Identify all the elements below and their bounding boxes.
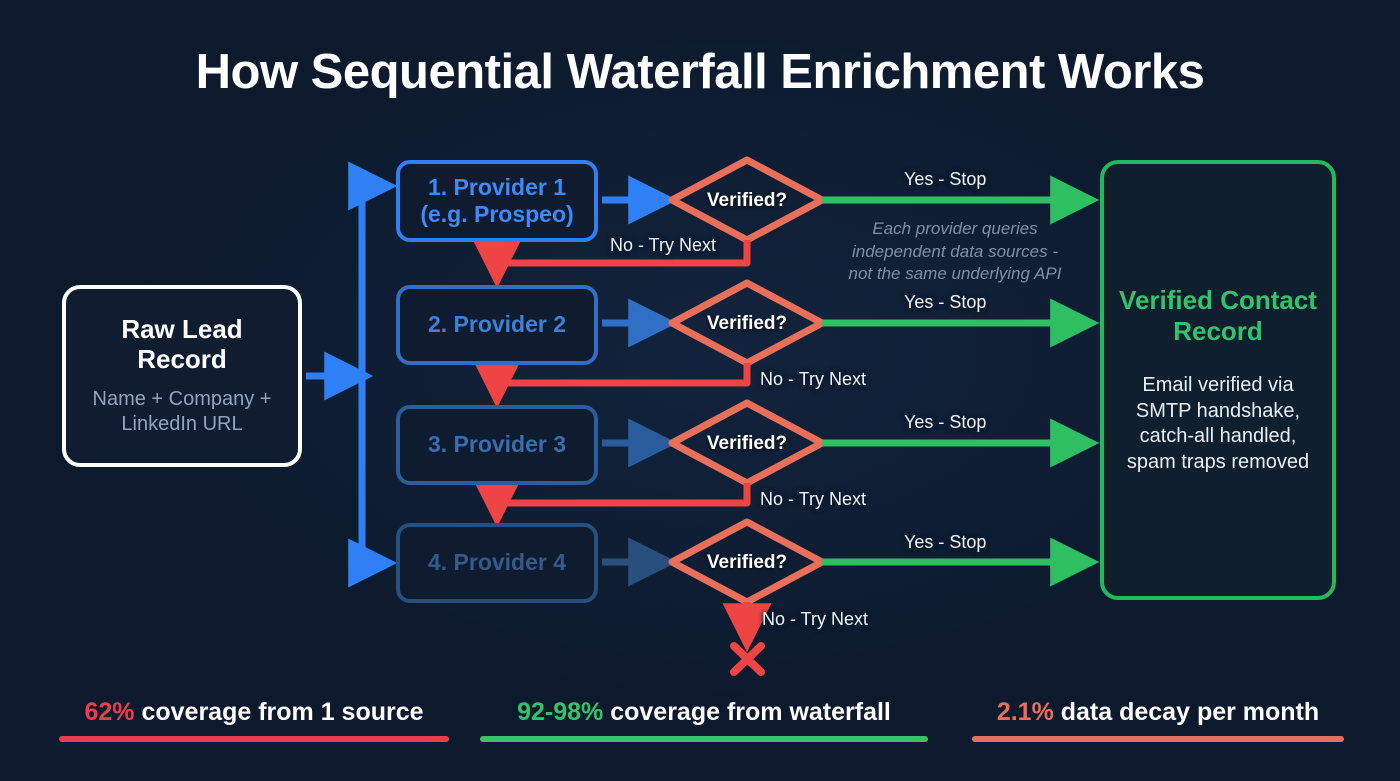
decision-label-1: Verified? (706, 190, 788, 211)
provider-node-4[interactable]: 4. Provider 4 (396, 523, 598, 603)
stats-bar: 62% coverage from 1 source 92-98% covera… (0, 698, 1400, 764)
verified-contact-record-node[interactable]: Verified Contact Record Email verified v… (1100, 160, 1336, 600)
note-line-2: independent data sources - (851, 241, 1059, 261)
raw-lead-record-node[interactable]: Raw Lead Record Name + Company + LinkedI… (62, 285, 302, 467)
stat-2-value: 92-98% (517, 698, 604, 726)
decision-label-2: Verified? (706, 313, 788, 334)
provider-node-2[interactable]: 2. Provider 2 (396, 285, 598, 365)
stat-1-underline (59, 736, 449, 742)
note-line-3: not the same underlying API (848, 264, 1062, 284)
edge-no-2 (472, 359, 751, 409)
result-title: Verified Contact Record (1119, 284, 1317, 346)
provider-4-label: 4. Provider 4 (427, 549, 567, 576)
provider-3-label: 3. Provider 3 (427, 431, 567, 458)
edge-label-yes-2: Yes - Stop (904, 292, 987, 312)
stat-3-underline (972, 736, 1344, 742)
edge-label-no-2: No - Try Next (760, 369, 867, 389)
provider-independence-note: Each provider queries independent data s… (830, 218, 1080, 286)
stat-1-value: 62% (84, 698, 135, 726)
stat-3-label: data decay per month (1053, 698, 1320, 726)
stat-2-underline (480, 736, 928, 742)
decision-label-4: Verified? (706, 552, 788, 573)
provider-2-label: 2. Provider 2 (427, 311, 567, 338)
provider-1-label-line-2: (e.g. Prospeo) (420, 201, 574, 227)
edge-no-3 (472, 478, 751, 528)
result-body: Email verified via SMTP handshake, catch… (1126, 374, 1310, 473)
raw-lead-title: Raw Lead Record (121, 314, 243, 374)
edge-label-no-1: No - Try Next (610, 235, 717, 255)
stat-1-label: coverage from 1 source (134, 698, 424, 726)
page-title: How Sequential Waterfall Enrichment Work… (195, 45, 1205, 99)
edge-no-1 (472, 239, 751, 289)
distribution-bus (348, 161, 398, 588)
stat-1-text: 62% coverage from 1 source (38, 698, 470, 727)
edge-label-yes-1: Yes - Stop (904, 169, 987, 189)
stat-2-text: 92-98% coverage from waterfall (478, 698, 930, 727)
edge-label-yes-3: Yes - Stop (904, 412, 987, 432)
provider-node-3[interactable]: 3. Provider 3 (396, 405, 598, 485)
stat-3-value: 2.1% (996, 698, 1054, 726)
provider-node-1[interactable]: 1. Provider 1 (e.g. Prospeo) (396, 160, 598, 242)
raw-lead-subtitle: Name + Company + LinkedIn URL (92, 387, 272, 435)
edge-label-no-4: No - Try Next (762, 609, 869, 629)
provider-1-label-line-1: 1. Provider 1 (427, 173, 567, 200)
stat-item-2: 92-98% coverage from waterfall (478, 698, 930, 742)
edge-label-yes-4: Yes - Stop (904, 532, 987, 552)
stat-item-1: 62% coverage from 1 source (38, 698, 470, 742)
decision-label-3: Verified? (706, 433, 788, 454)
edge-label-no-3: No - Try Next (760, 489, 867, 509)
note-line-1: Each provider queries (872, 219, 1038, 238)
stat-item-3: 2.1% data decay per month (948, 698, 1368, 742)
x-mark-icon (730, 642, 765, 676)
stat-2-label: coverage from waterfall (603, 698, 891, 726)
stat-3-text: 2.1% data decay per month (948, 698, 1368, 727)
